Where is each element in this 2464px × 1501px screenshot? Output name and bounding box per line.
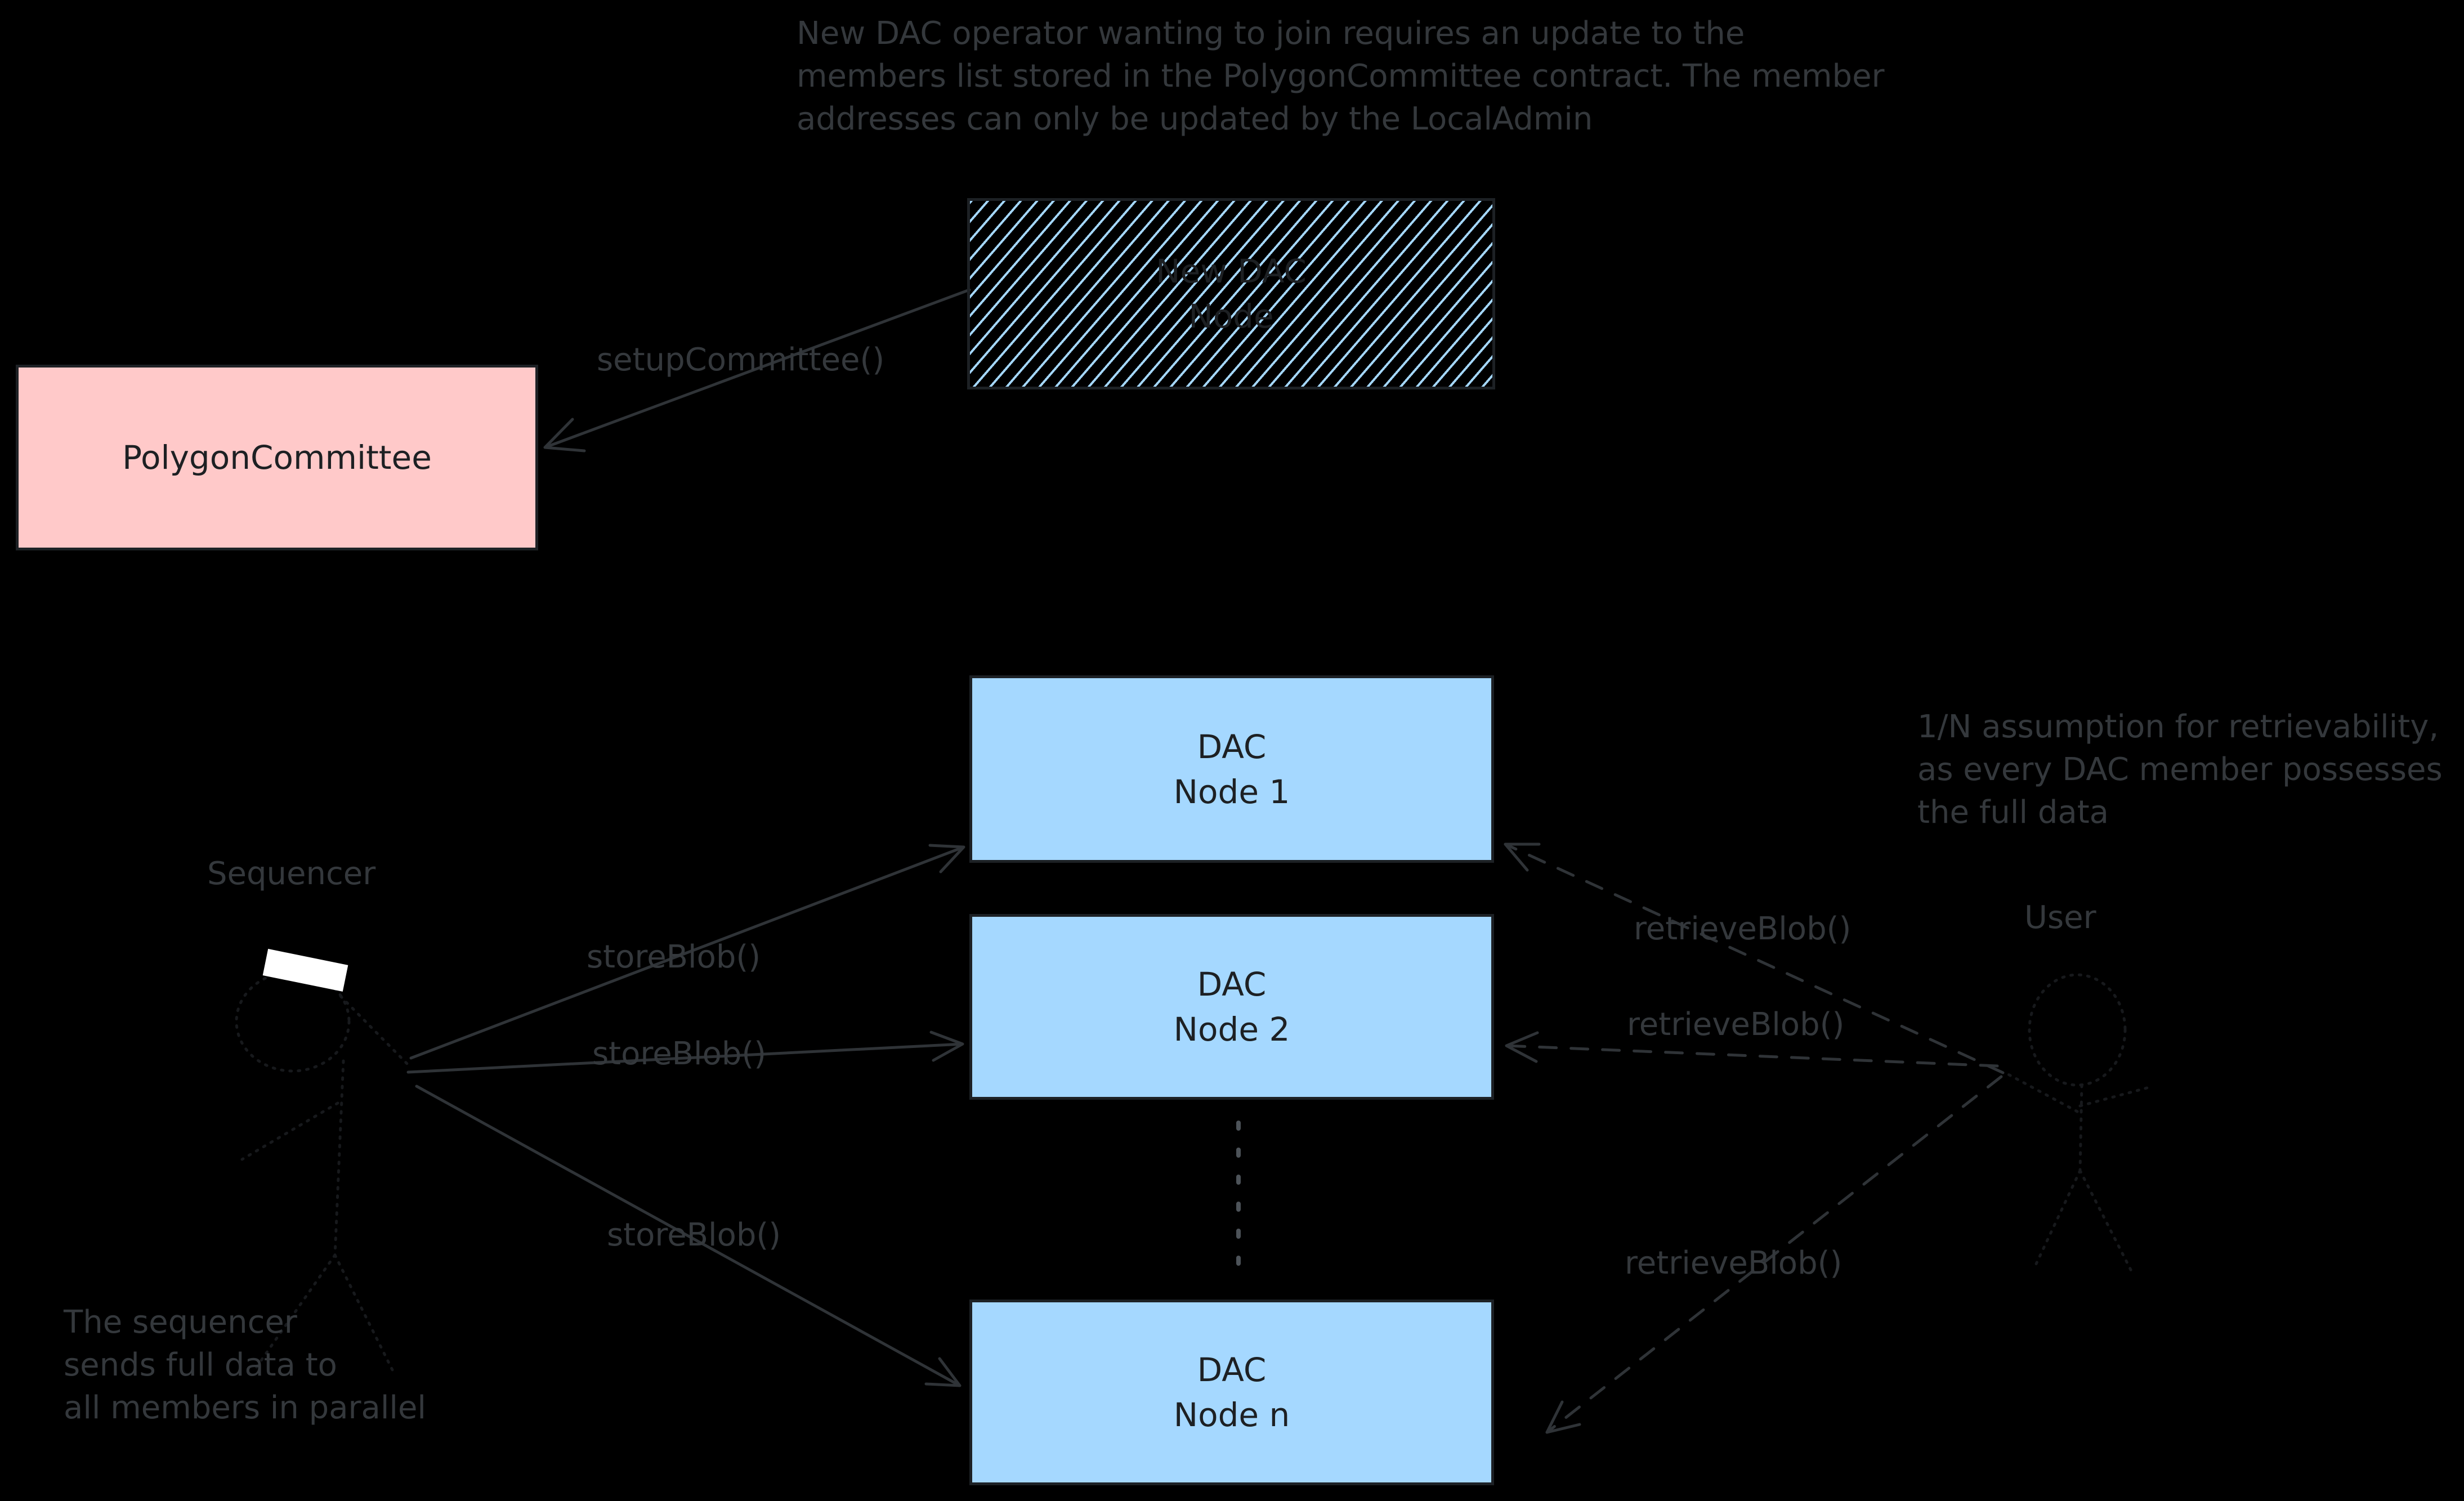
dac-node-2-label-line-2: Node 2 xyxy=(1173,1010,1290,1049)
user-head xyxy=(2028,973,2127,1087)
store-blob-label-1: storeBlob() xyxy=(587,939,761,975)
store-blob-arrow-1 xyxy=(409,844,965,1060)
dac-node-n-label-line-2: Node n xyxy=(1173,1396,1290,1434)
setup-committee-arrow xyxy=(543,288,971,452)
top-note-line-3: addresses can only be updated by the Loc… xyxy=(797,101,1593,137)
user-arm-right xyxy=(2078,1085,2155,1108)
retrieve-blob-label-2: retrieveBlob() xyxy=(1627,1006,1845,1043)
new-dac-node-box: New DAC Node xyxy=(967,198,1495,389)
sequencer-label: Sequencer xyxy=(207,855,376,892)
sequencer-arm-left xyxy=(240,1101,339,1161)
retrievability-note-line-1: 1/N assumption for retrievability, xyxy=(1917,709,2439,745)
top-note-line-1: New DAC operator wanting to join require… xyxy=(797,15,1745,52)
sequencer-figure xyxy=(235,948,412,1375)
user-leg-right xyxy=(2078,1169,2134,1275)
sequencer-body xyxy=(333,1059,345,1257)
store-blob-label-3: storeBlob() xyxy=(607,1217,781,1253)
retrievability-note-line-2: as every DAC member possesses xyxy=(1917,751,2443,788)
top-note-line-2: members list stored in the PolygonCommit… xyxy=(797,58,1885,95)
top-note: New DAC operator wanting to join require… xyxy=(797,12,1885,141)
dac-node-2-box: DAC Node 2 xyxy=(969,914,1494,1100)
retrievability-note: 1/N assumption for retrievability, as ev… xyxy=(1917,706,2443,834)
polygon-committee-box: PolygonCommittee xyxy=(16,365,538,550)
dac-node-2-label-line-1: DAC xyxy=(1197,965,1267,1003)
polygon-committee-label: PolygonCommittee xyxy=(122,438,432,477)
user-figure xyxy=(2002,973,2155,1275)
retrieve-blob-label-1: retrieveBlob() xyxy=(1634,911,1852,947)
sequencer-leg-right xyxy=(333,1253,396,1375)
retrieve-blob-arrowhead-1 xyxy=(1504,843,1541,872)
dac-node-1-box: DAC Node 1 xyxy=(969,675,1494,863)
user-arm-left xyxy=(2002,1070,2079,1113)
dac-node-1-label-line-1: DAC xyxy=(1197,727,1267,766)
retrieve-blob-arrow-2 xyxy=(1505,1044,1999,1068)
sequencer-note: The sequencer sends full data to all mem… xyxy=(64,1301,426,1430)
sequencer-note-line-1: The sequencer xyxy=(64,1304,297,1341)
setup-committee-label: setupCommittee() xyxy=(597,342,885,378)
dac-node-n-box: DAC Node n xyxy=(969,1300,1494,1485)
sequencer-note-line-2: sends full data to xyxy=(64,1347,337,1383)
retrieve-blob-arrowhead-2 xyxy=(1505,1031,1539,1063)
dac-node-1-label-line-2: Node 1 xyxy=(1173,772,1290,811)
user-leg-left xyxy=(2033,1169,2082,1268)
store-blob-label-2: storeBlob() xyxy=(592,1036,767,1072)
store-blob-arrow-3 xyxy=(415,1085,962,1387)
sequencer-note-line-3: all members in parallel xyxy=(64,1390,426,1426)
dac-node-n-label-line-1: DAC xyxy=(1197,1351,1267,1389)
sequencer-visor xyxy=(262,948,348,992)
retrievability-note-line-3: the full data xyxy=(1917,794,2109,831)
retrieve-blob-arrowhead-3 xyxy=(1545,1400,1581,1434)
user-label: User xyxy=(2024,899,2096,936)
user-body xyxy=(2078,1083,2083,1172)
sequencer-leg-left xyxy=(254,1253,337,1369)
store-blob-arrow-2 xyxy=(406,1030,964,1074)
sequencer-arm-right xyxy=(339,994,412,1068)
retrieve-blob-label-3: retrieveBlob() xyxy=(1625,1245,1843,1282)
retrieve-blob-arrow-1 xyxy=(1504,843,2005,1074)
new-dac-node-label-line-1: New DAC xyxy=(1156,252,1307,290)
sequencer-head xyxy=(235,970,351,1073)
retrieve-blob-arrow-3 xyxy=(1545,1075,2003,1434)
new-dac-node-label-line-2: Node xyxy=(1188,297,1274,335)
